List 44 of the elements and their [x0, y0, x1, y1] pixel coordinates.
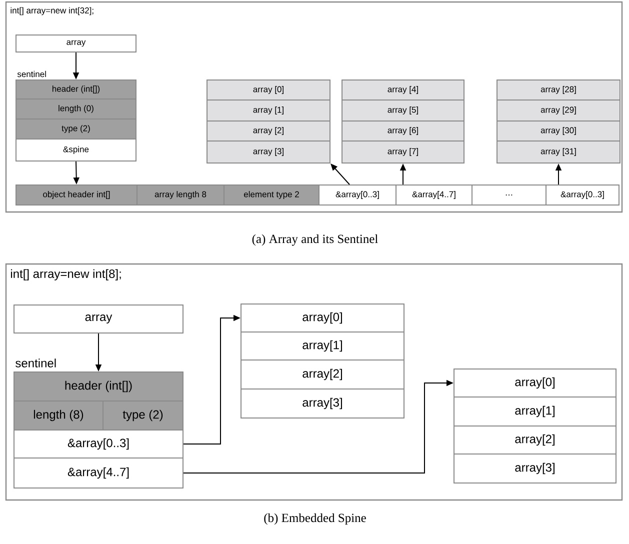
memory-cell: array	[16, 34, 136, 52]
memory-cell: array length 8	[136, 184, 224, 206]
memory-cell: array[3]	[454, 454, 616, 484]
memory-cell: array[1]	[454, 396, 616, 426]
memory-cell: array [28]	[496, 80, 620, 100]
memory-cell: type (2)	[16, 118, 136, 140]
memory-cell: array [30]	[496, 120, 620, 142]
code-text: int[] array=new int[8];	[11, 269, 121, 280]
memory-cell: array [7]	[342, 140, 464, 164]
memory-cell: array [1]	[206, 100, 330, 122]
memory-cell: element type 2	[224, 184, 320, 206]
memory-cell: array [29]	[496, 100, 620, 122]
memory-cell: &spine	[16, 138, 136, 162]
memory-cell: array[1]	[240, 332, 404, 360]
memory-cell: type (2)	[102, 400, 184, 430]
memory-cell: header (int[])	[16, 80, 136, 100]
memory-cell: &array[4..7]	[14, 458, 184, 488]
memory-cell: array[2]	[240, 360, 404, 390]
memory-cell: length (8)	[14, 400, 104, 430]
code-text: int[] array=new int[32];	[10, 7, 94, 16]
sentinel-label: sentinel	[17, 70, 46, 78]
memory-cell: array[2]	[454, 426, 616, 454]
memory-cell: array [4]	[342, 80, 464, 100]
memory-cell: &array[0..3]	[14, 430, 184, 458]
memory-cell: array [31]	[496, 140, 620, 164]
memory-cell: array [2]	[206, 120, 330, 142]
caption: (a) Array and its Sentinel	[252, 234, 378, 246]
memory-cell: array[0]	[240, 304, 404, 332]
memory-cell: &array[0..3]	[546, 184, 620, 206]
caption: (b) Embedded Spine	[264, 513, 366, 525]
memory-cell: array [0]	[206, 80, 330, 100]
memory-cell: array	[14, 304, 184, 334]
memory-cell: array[3]	[240, 388, 404, 418]
sentinel-label: sentinel	[16, 358, 56, 368]
memory-cell: &array[4..7]	[396, 184, 472, 206]
memory-cell: array[0]	[454, 368, 616, 398]
memory-cell: …	[472, 184, 546, 206]
memory-cell: length (0)	[16, 98, 136, 120]
memory-cell: &array[0..3]	[318, 184, 396, 206]
memory-cell: array [5]	[342, 100, 464, 122]
memory-cell: object header int[]	[16, 184, 138, 206]
memory-cell: array [3]	[206, 140, 330, 164]
arrow	[330, 164, 350, 185]
memory-cell: array [6]	[342, 120, 464, 142]
